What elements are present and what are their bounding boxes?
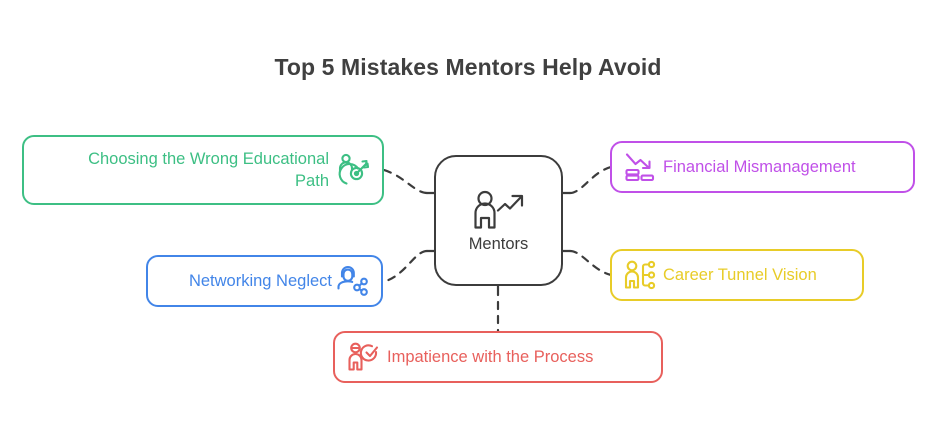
connector-to-educational bbox=[382, 168, 429, 195]
connector-to-networking bbox=[384, 249, 429, 283]
person-growth-arrow-icon bbox=[470, 189, 528, 231]
branch-node-impatience[interactable]: Impatience with the Process bbox=[333, 331, 663, 383]
person-branching-paths-icon bbox=[624, 259, 656, 291]
branch-node-networking[interactable]: Networking Neglect bbox=[146, 255, 383, 307]
branch-node-career[interactable]: Career Tunnel Vision bbox=[610, 249, 864, 301]
person-network-share-icon bbox=[337, 265, 369, 297]
branch-node-career-label: Career Tunnel Vision bbox=[663, 265, 817, 284]
branch-node-financial-label: Financial Mismanagement bbox=[663, 157, 856, 176]
center-node-mentors[interactable]: Mentors bbox=[434, 155, 563, 286]
branch-node-impatience-label: Impatience with the Process bbox=[387, 347, 594, 366]
branch-node-educational-label: Choosing the Wrong Educational Path bbox=[88, 149, 329, 190]
branch-node-educational[interactable]: Choosing the Wrong Educational Path bbox=[22, 135, 384, 205]
branch-node-financial[interactable]: Financial Mismanagement bbox=[610, 141, 915, 193]
page-title: Top 5 Mistakes Mentors Help Avoid bbox=[274, 54, 662, 80]
person-check-circle-icon bbox=[347, 341, 379, 373]
branch-node-networking-label: Networking Neglect bbox=[188, 271, 332, 290]
center-node-label: Mentors bbox=[468, 235, 529, 253]
connector-to-financial bbox=[568, 165, 613, 195]
coins-declining-arrow-icon bbox=[624, 151, 656, 183]
person-target-arrow-icon bbox=[336, 153, 370, 187]
connector-to-career bbox=[568, 249, 613, 277]
